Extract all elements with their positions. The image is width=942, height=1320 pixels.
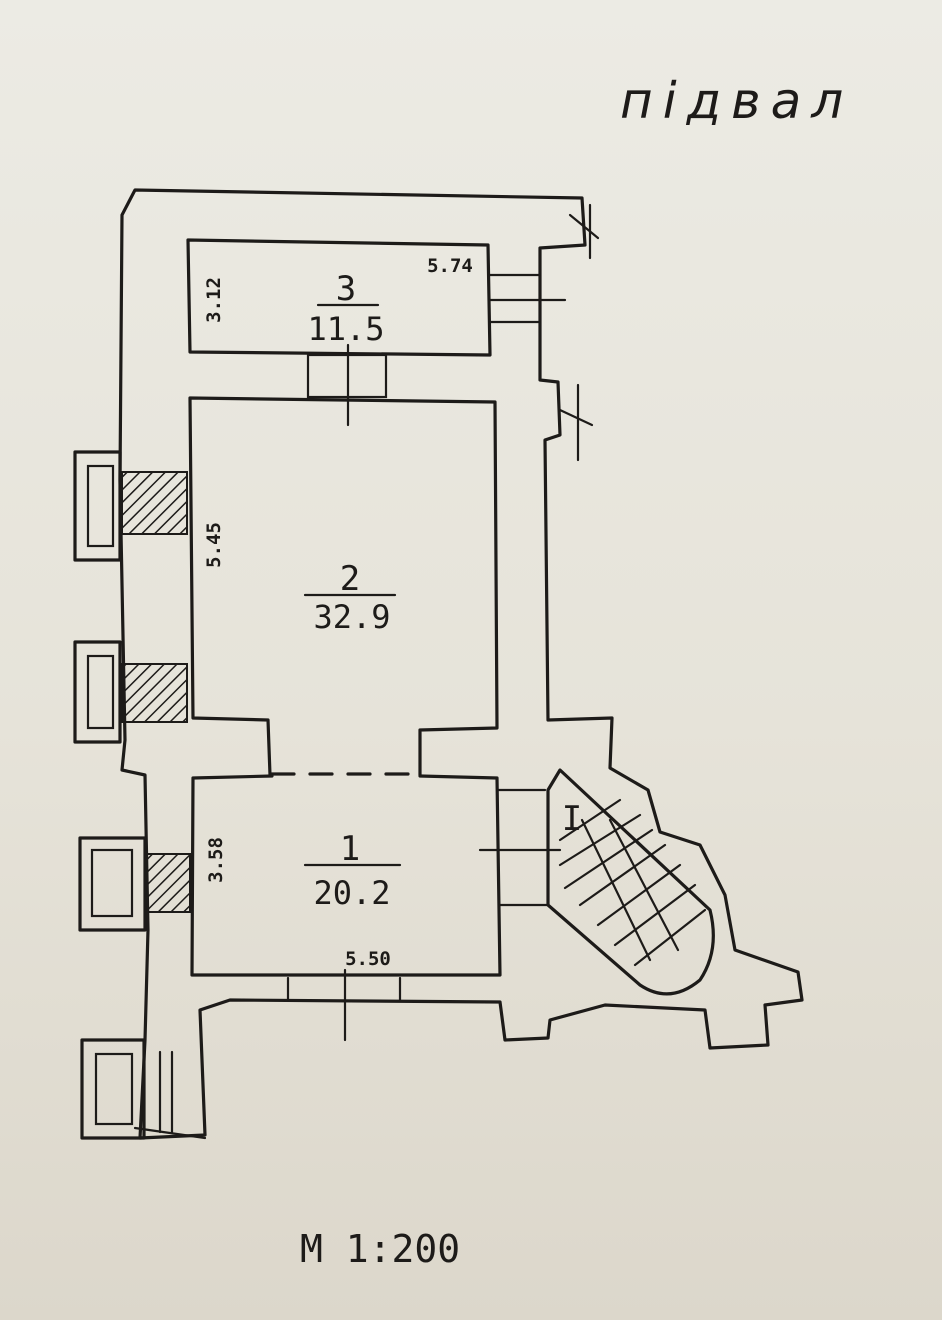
window-hatch-3 [144,853,191,913]
dim-room2-height: 5.45 [203,522,225,568]
window-hatch-2 [121,663,188,723]
room-2-outline [188,396,499,777]
stair-label: I [562,799,582,839]
room-3-number: 3 [336,269,356,309]
dim-room1-width: 5.50 [345,948,391,970]
room-3-area: 11.5 [307,310,384,348]
room-1-outline [190,774,502,977]
dim-room3-height: 3.12 [203,277,225,323]
dim-room1-height: 3.58 [205,837,227,883]
room-2-number: 2 [340,559,360,599]
room-3-outline [186,238,492,357]
plan-title: підвал [620,72,853,130]
room-1-area: 20.2 [313,874,390,912]
window-well-4 [80,1038,146,1140]
plan-scale: M 1:200 [300,1227,460,1271]
outer-wall [118,188,804,1140]
room-2-area: 32.9 [313,598,390,636]
window-well-2 [73,640,122,744]
window-hatch-1 [121,471,188,535]
dim-room3-width: 5.74 [427,255,473,277]
staircase-outline [546,768,715,996]
stair-treads [558,798,707,967]
room-1-number: 1 [340,829,360,869]
window-well-1 [73,450,122,562]
